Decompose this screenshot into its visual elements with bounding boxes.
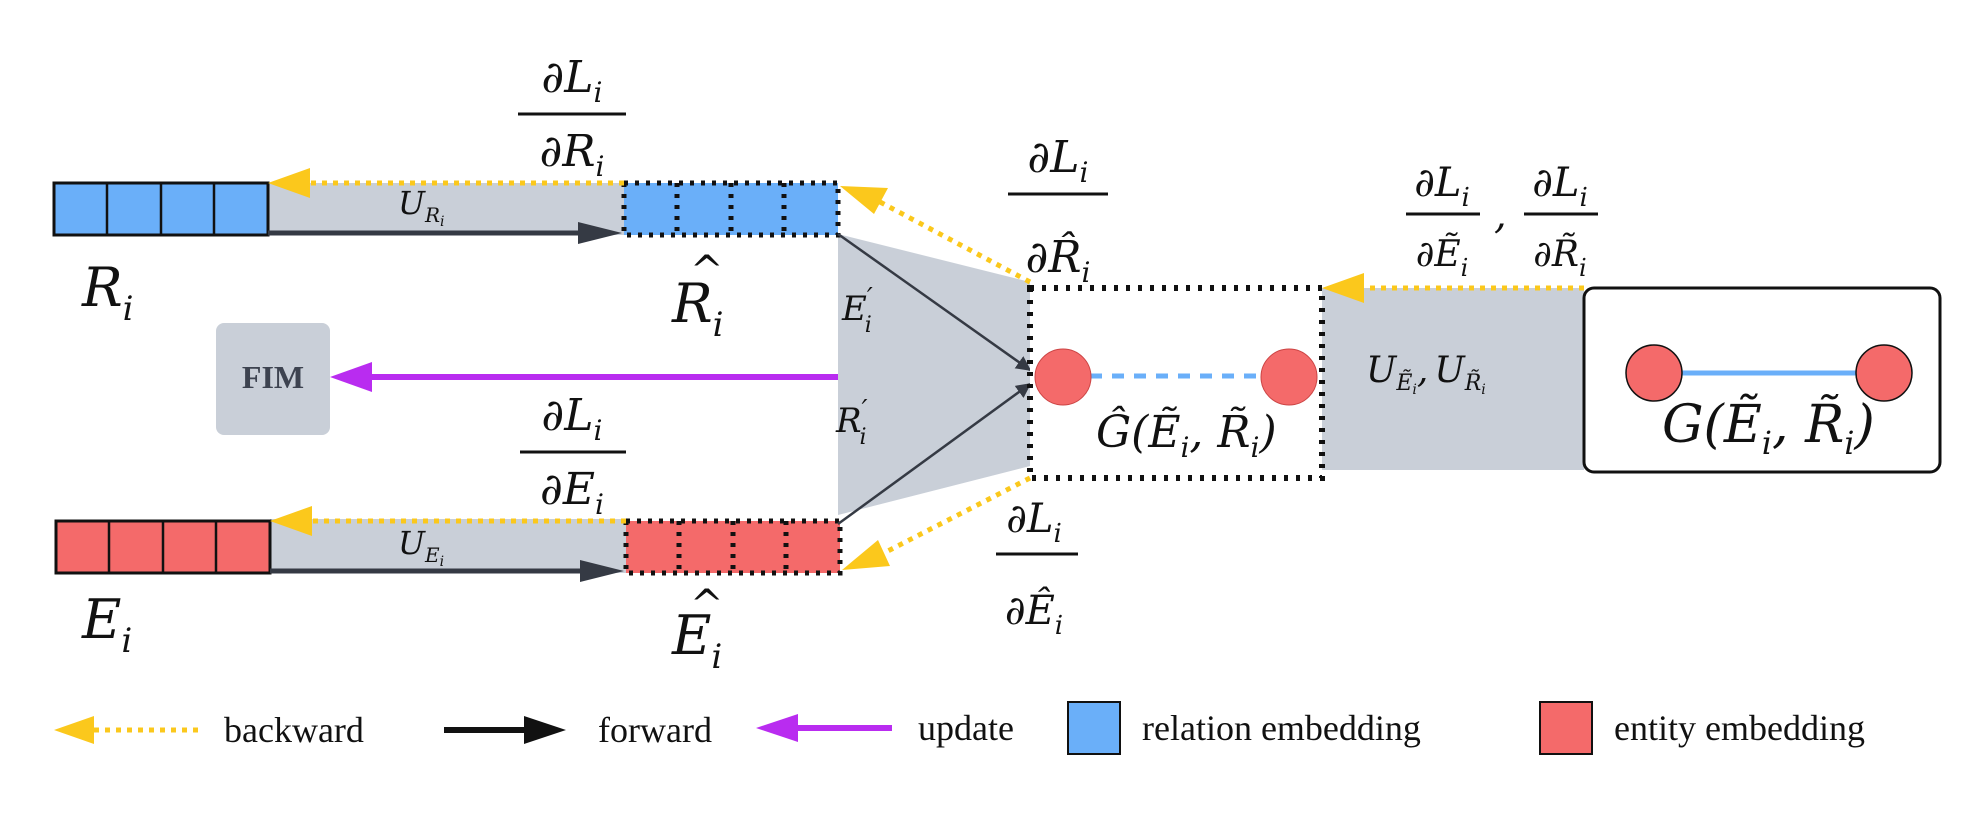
r-prime-label: R′i — [835, 395, 868, 450]
fim-box — [216, 323, 330, 435]
grad-entity-hat: ∂Li ∂Êi — [996, 496, 1078, 641]
legend-entity-swatch — [1539, 701, 1593, 755]
svg-text:∂Ri: ∂Ri — [540, 126, 605, 183]
svg-text:∂R̂i: ∂R̂i — [1026, 230, 1091, 289]
entity-embedding-block — [54, 519, 272, 575]
forward-line-entity-to-node — [837, 382, 1032, 526]
legend-update-arrow — [756, 714, 798, 742]
legend-forward: forward — [598, 710, 712, 750]
legend-backward-arrow — [54, 716, 94, 744]
svg-text:∂Li: ∂Li — [1532, 160, 1588, 213]
entity-hat-block — [623, 518, 843, 576]
legend-relation-swatch — [1067, 701, 1121, 755]
svg-text:∂Li: ∂Li — [1414, 160, 1470, 213]
update-label-graph: UẼi,UR̃i — [1366, 350, 1486, 398]
svg-text:∂Li: ∂Li — [542, 390, 603, 447]
graph-label: G(Ẽi, R̃i) — [1662, 394, 1875, 462]
relation-flow-band — [268, 183, 624, 235]
entity-label: Ei — [81, 588, 132, 661]
relation-hat-block — [621, 180, 841, 238]
graph-hat-node-2 — [1260, 348, 1318, 406]
grad-graph-comma: , — [1494, 192, 1507, 238]
svg-text:∂Li: ∂Li — [542, 52, 603, 109]
grad-graph-relation: ∂Li ∂R̃i — [1524, 160, 1598, 282]
legend-backward: backward — [224, 710, 364, 750]
entity-hat-caret: ^ — [690, 582, 724, 628]
svg-text:∂R̃i: ∂R̃i — [1533, 233, 1586, 282]
graph-hat-node-1 — [1034, 348, 1092, 406]
grad-graph-entity: ∂Li ∂Ẽi — [1406, 160, 1480, 282]
grad-relation: ∂Li ∂Ri — [518, 52, 626, 183]
update-label-entity: UEi — [398, 524, 444, 570]
e-prime-label: E′i — [841, 283, 873, 338]
grad-relation-hat: ∂Li ∂R̂i — [1008, 132, 1108, 289]
legend-update: update — [918, 708, 1014, 748]
relation-hat-label: Ri — [671, 272, 724, 345]
update-band — [1322, 288, 1584, 470]
graph-node-2 — [1855, 344, 1913, 402]
merge-trapezoid — [838, 234, 1030, 515]
svg-text:∂Li: ∂Li — [1028, 132, 1089, 189]
update-label-relation: URi — [398, 184, 445, 230]
relation-embedding-block — [52, 181, 270, 237]
svg-text:∂Li: ∂Li — [1006, 496, 1062, 549]
svg-text:∂Ei: ∂Ei — [540, 464, 604, 521]
legend-relation: relation embedding — [1142, 708, 1421, 748]
entity-hat-label: Ei — [671, 604, 722, 677]
legend-entity: entity embedding — [1614, 708, 1865, 748]
legend: backward forward update relation embeddi… — [54, 701, 1865, 755]
entity-flow-band — [270, 519, 626, 573]
grad-entity: ∂Li ∂Ei — [520, 390, 626, 521]
relation-hat-caret: ^ — [690, 248, 724, 294]
relation-label: Ri — [81, 256, 134, 329]
graph-box — [1582, 286, 1942, 474]
fim-label: FIM — [242, 359, 304, 395]
svg-text:∂Êi: ∂Êi — [1005, 587, 1063, 641]
svg-text:∂Ẽi: ∂Ẽi — [1416, 233, 1469, 282]
forward-line-relation-to-node — [837, 232, 1032, 372]
graph-node-1 — [1625, 344, 1683, 402]
graph-hat-label: Ĝ(Ẽi, R̃i) — [1096, 405, 1277, 464]
